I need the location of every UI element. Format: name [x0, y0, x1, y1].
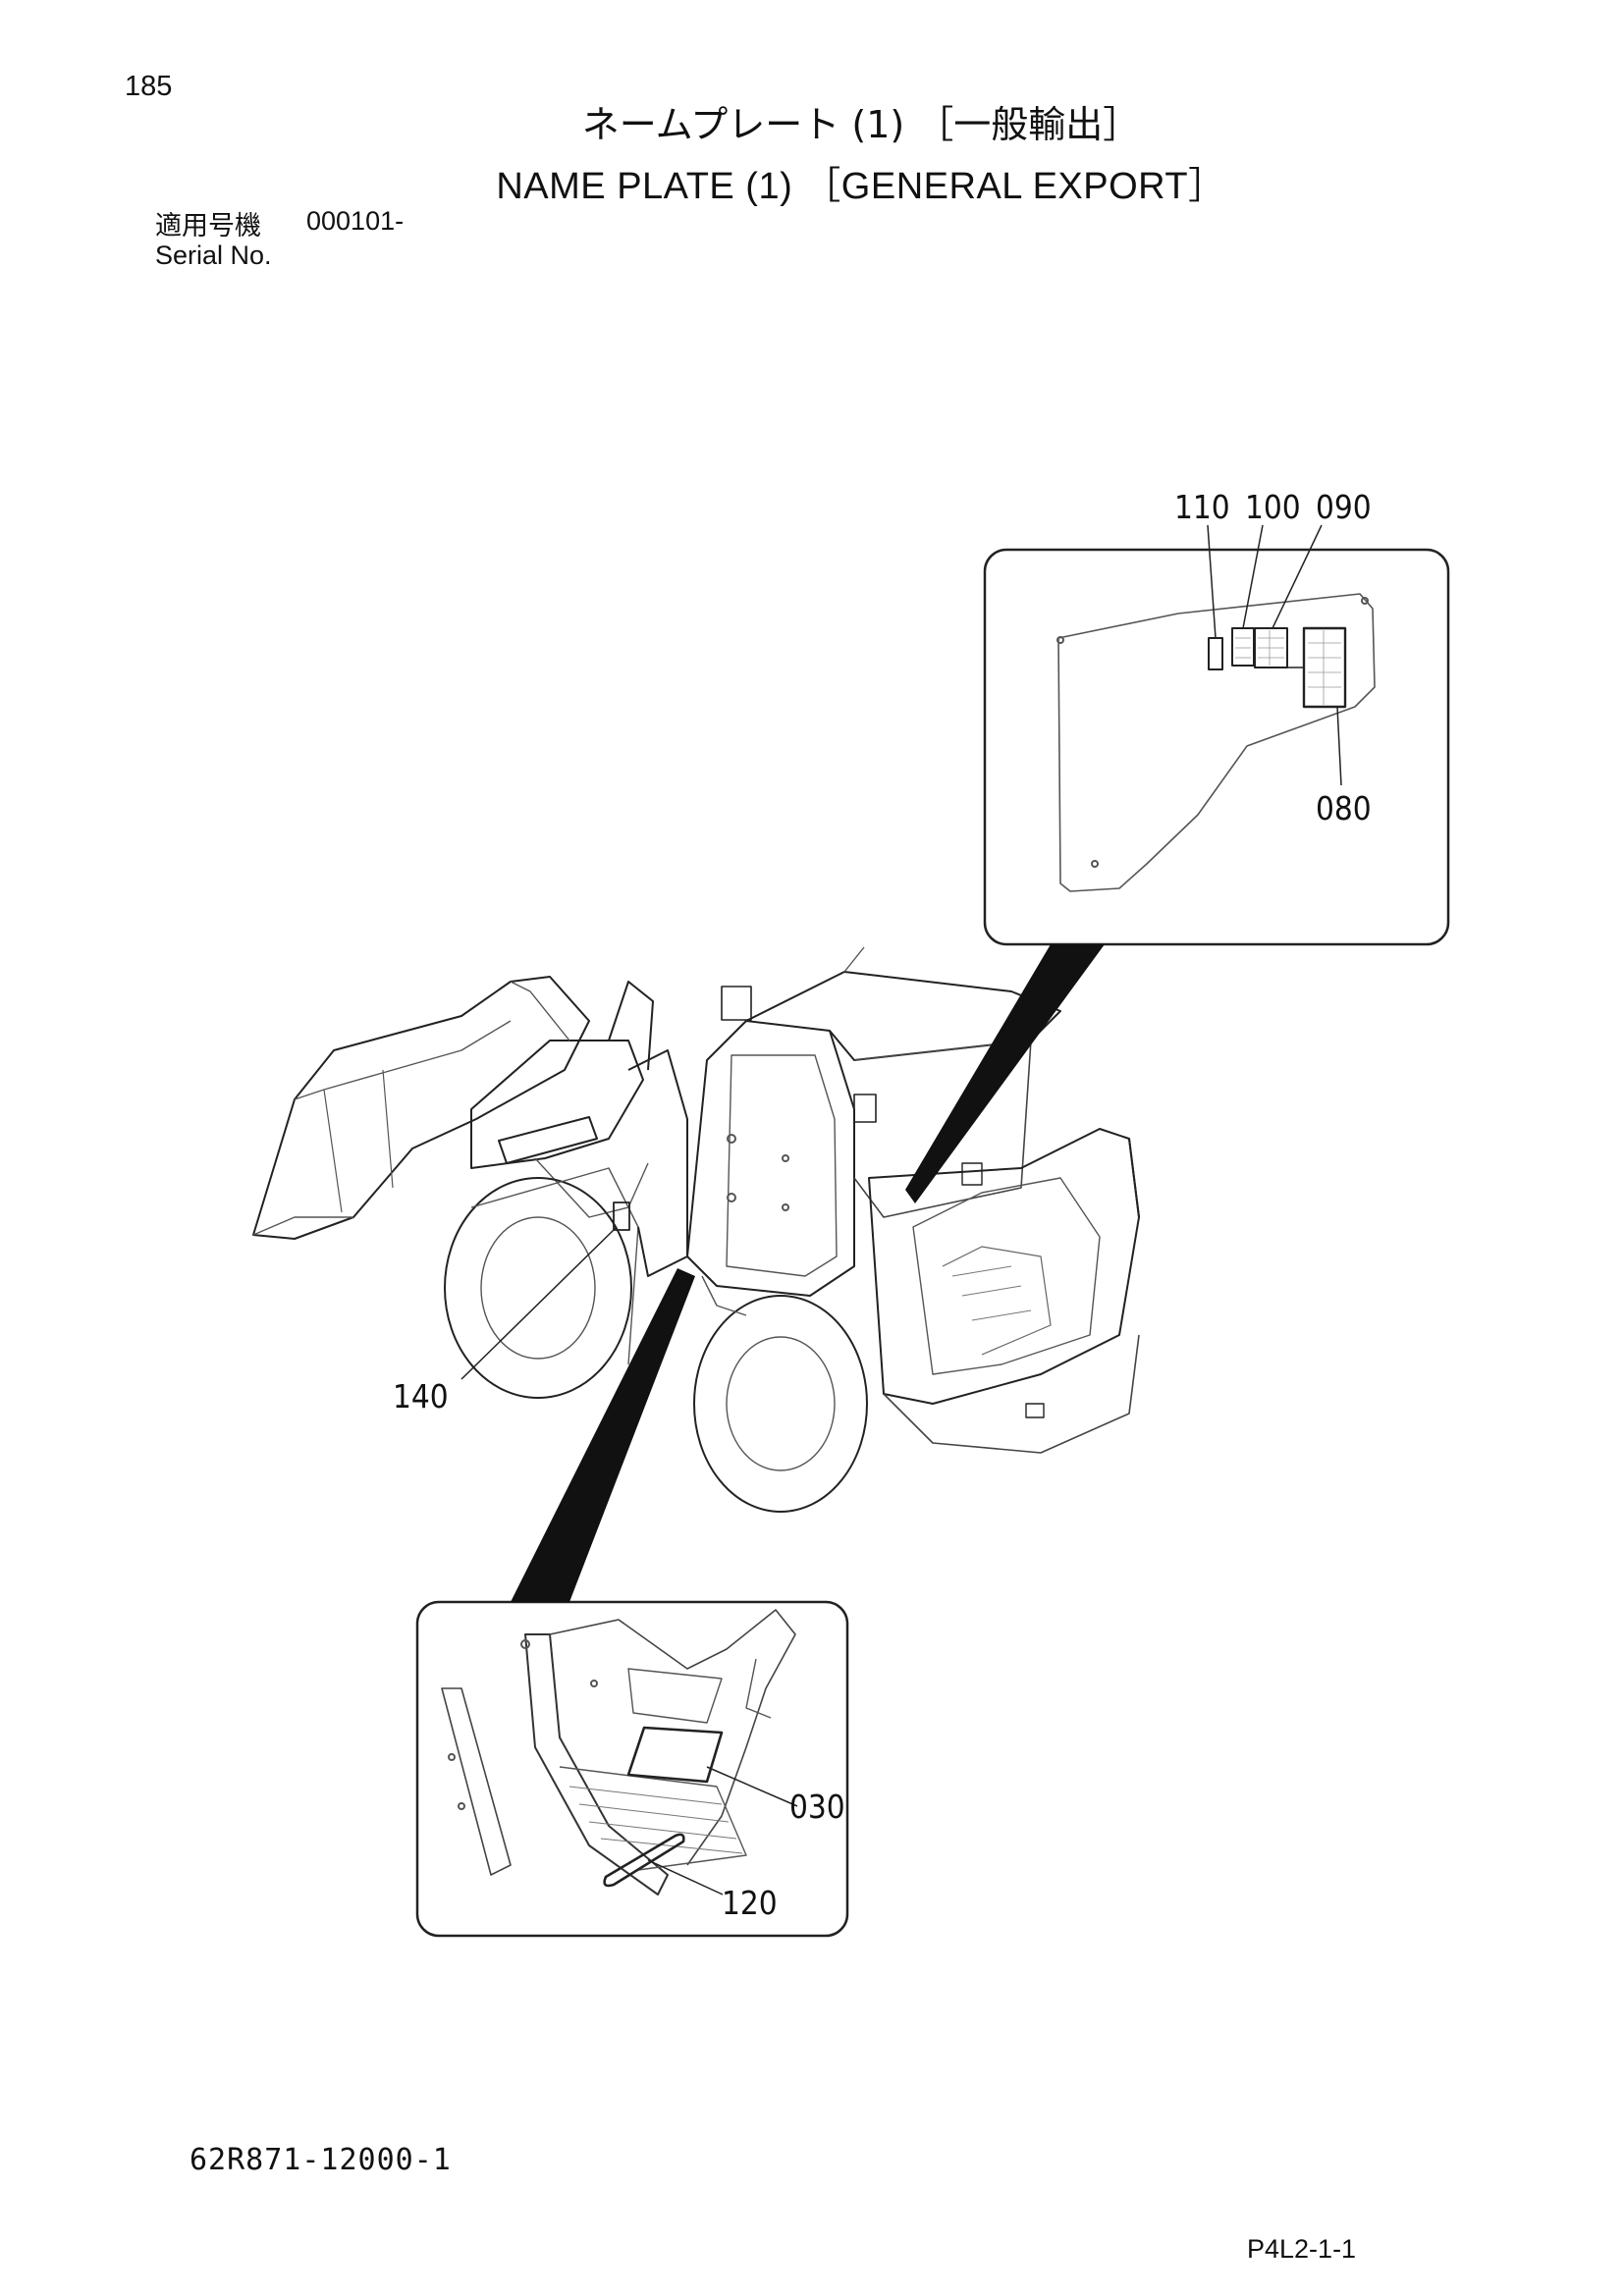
zoom-wedge-top — [905, 944, 1105, 1203]
cab-frame — [686, 1020, 855, 1297]
callout-110: 110 — [1174, 488, 1230, 526]
front-wheel — [444, 1177, 632, 1399]
plate-030 — [626, 1726, 724, 1784]
plate-090 — [1254, 627, 1288, 668]
plate-110 — [1208, 637, 1223, 670]
callout-140: 140 — [393, 1377, 449, 1415]
detail-inset-bottom — [415, 1600, 849, 1938]
page-title-japanese: ネームプレート (1) ［一般輸出］ — [581, 103, 1141, 146]
detail-inset-top — [983, 548, 1450, 946]
side-panel-outline — [1057, 593, 1376, 892]
engine-hood — [868, 1128, 1140, 1405]
bucket — [252, 976, 590, 1240]
callout-030: 030 — [789, 1788, 845, 1826]
plate-120 — [603, 1833, 685, 1888]
plate-100 — [1231, 627, 1255, 667]
callout-090: 090 — [1316, 488, 1372, 526]
zoom-wedge-bottom — [511, 1268, 695, 1602]
rear-wheel — [693, 1295, 868, 1513]
document-code: 62R871-12000-1 — [189, 2143, 452, 2177]
callout-120: 120 — [722, 1884, 778, 1922]
plate-080 — [1302, 626, 1347, 709]
serial-label-japanese: 適用号機 — [155, 211, 261, 241]
page-number: 185 — [125, 71, 173, 102]
serial-number-value: 000101- — [306, 206, 405, 236]
callout-080: 080 — [1316, 789, 1372, 828]
page-title-english: NAME PLATE (1) ［GENERAL EXPORT］ — [496, 166, 1226, 207]
boom-arm — [470, 1040, 644, 1169]
callout-100: 100 — [1245, 488, 1301, 526]
serial-label-english: Serial No. — [155, 240, 272, 270]
page-code: P4L2-1-1 — [1247, 2234, 1357, 2264]
plate-140-boom — [498, 1116, 598, 1164]
